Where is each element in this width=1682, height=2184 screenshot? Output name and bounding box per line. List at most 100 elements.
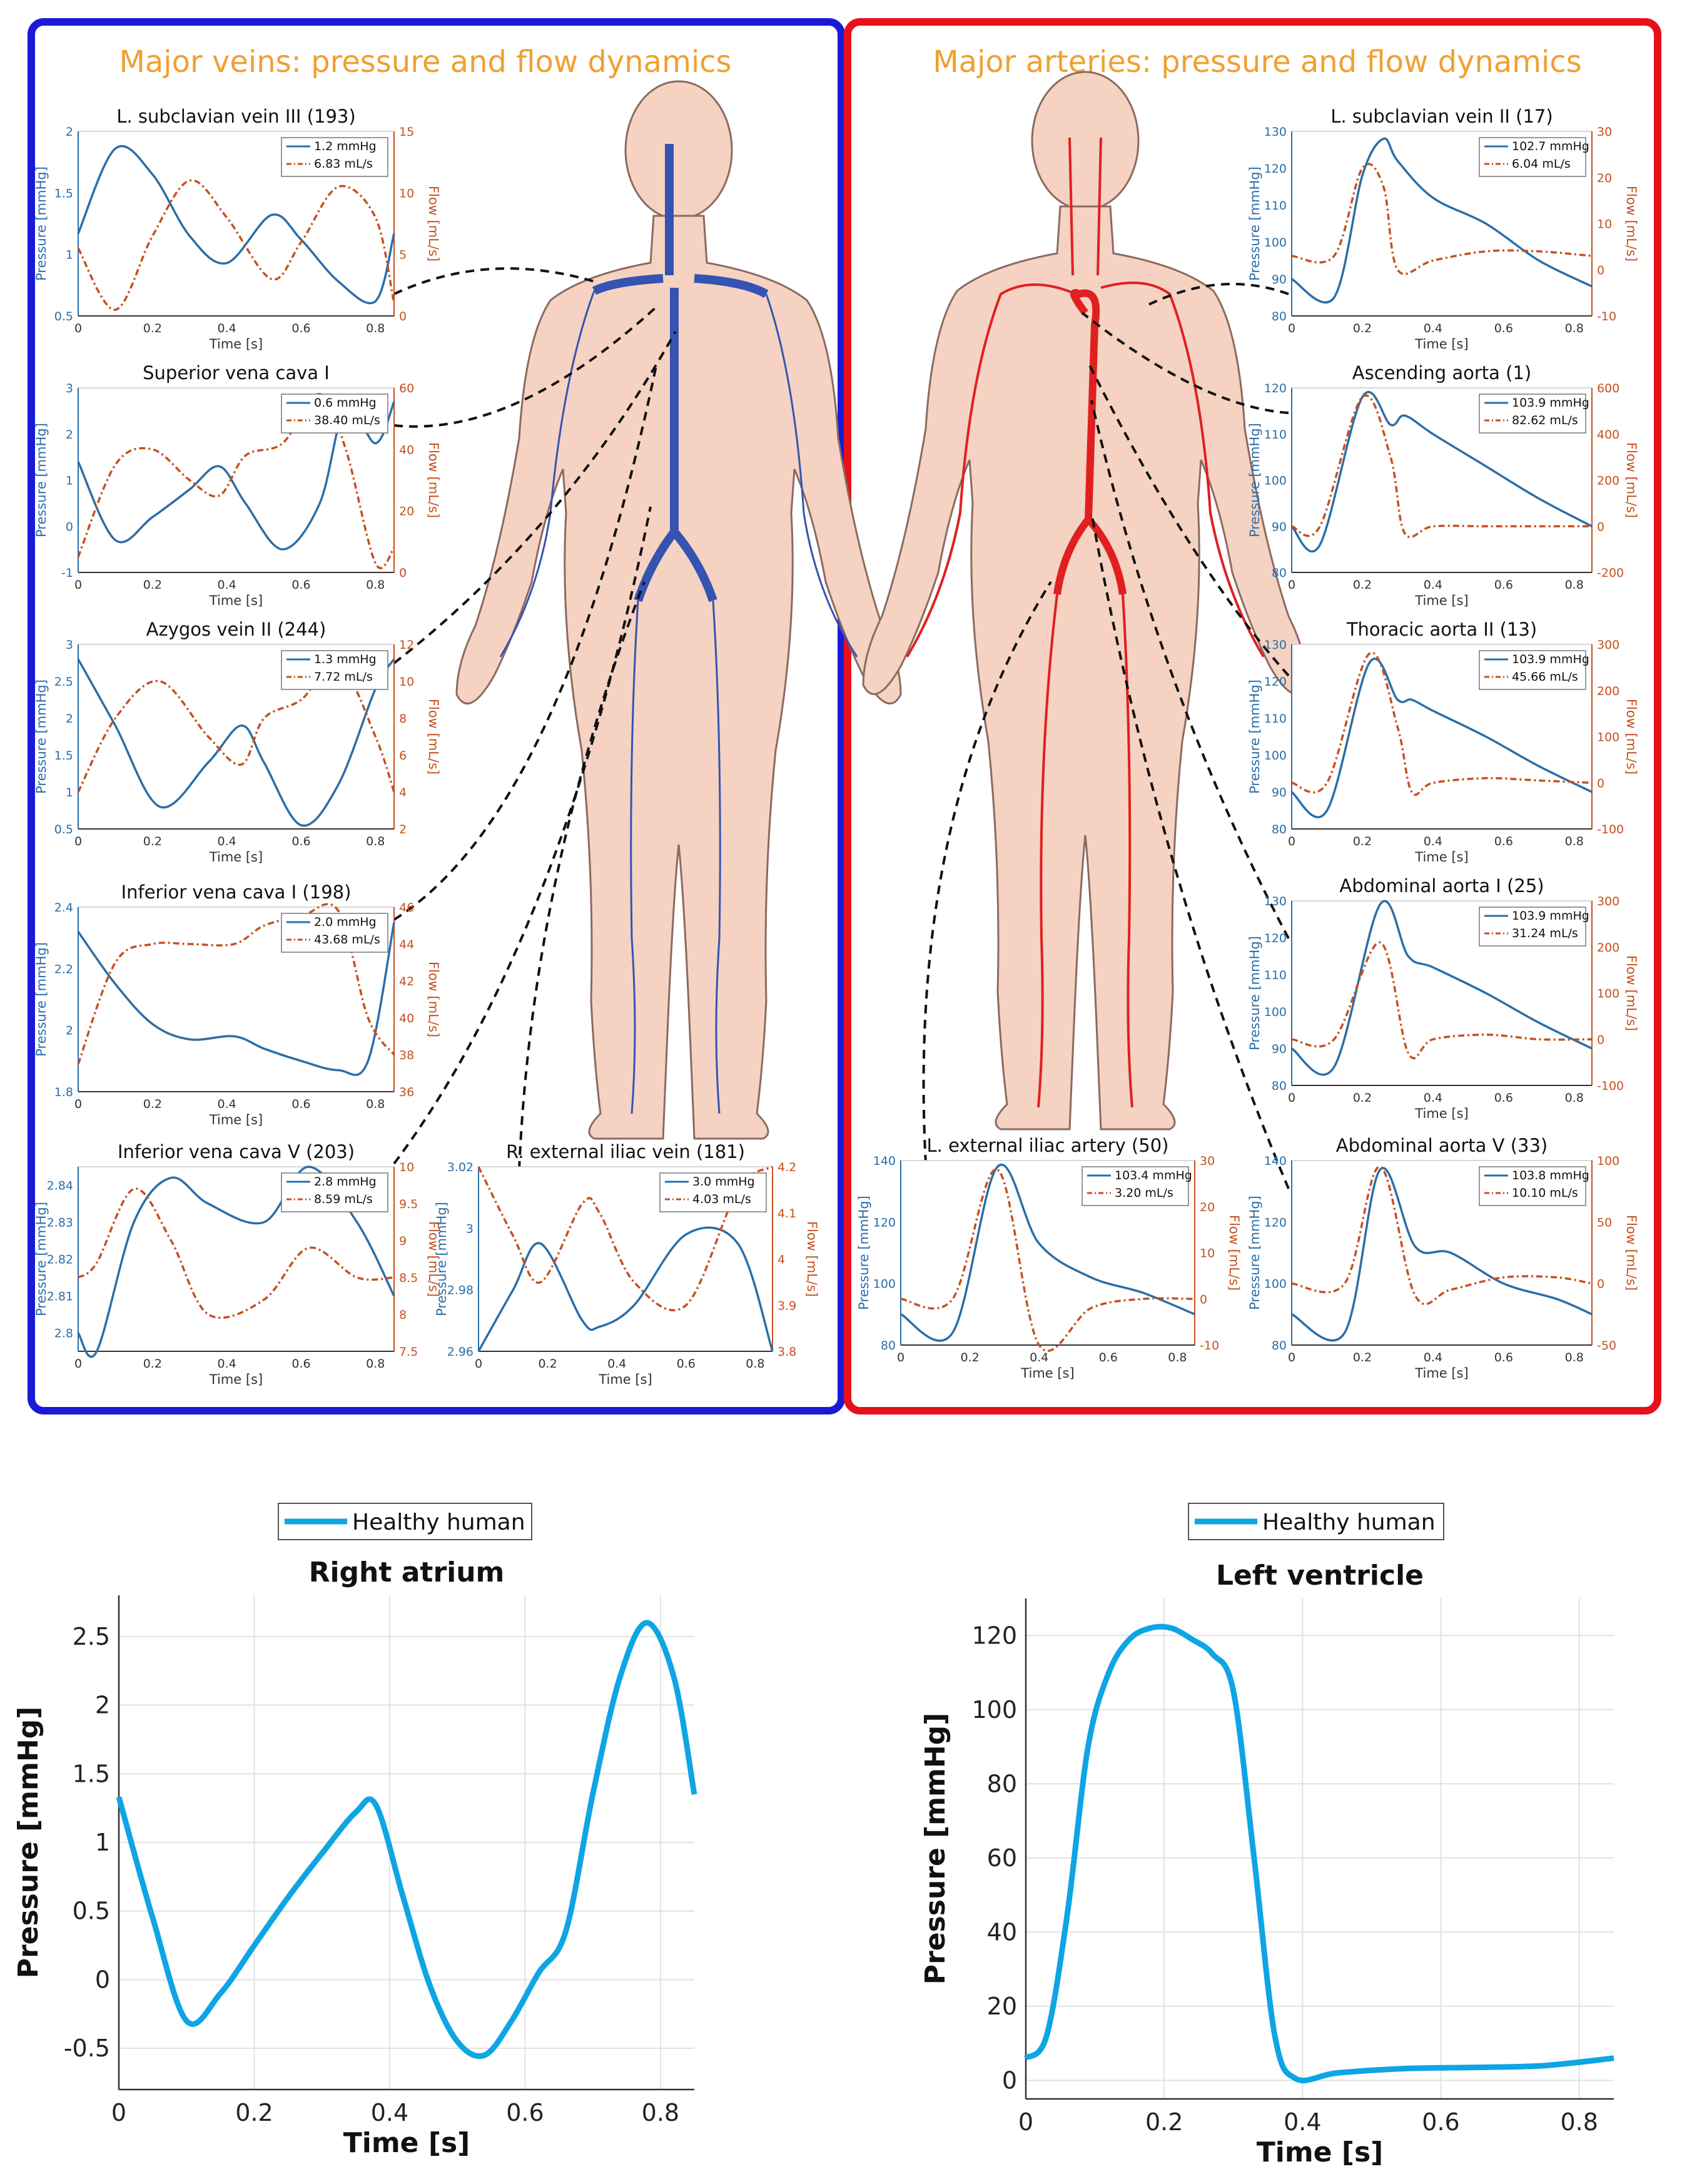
y-tick-label: 100 [1264, 1005, 1287, 1019]
x-tick-label: 0.8 [746, 1357, 764, 1371]
series-line [1291, 394, 1592, 539]
y-tick-label: 2.83 [47, 1216, 73, 1230]
legend-label: 103.9 mmHg [1512, 653, 1589, 666]
y-tick-label: 1 [66, 474, 73, 488]
chart-title: Abdominal aorta V (33) [1336, 1135, 1548, 1156]
y-tick-label: 80 [1272, 566, 1287, 580]
chart-title: Superior vena cava I [143, 362, 330, 383]
x-tick-label: 0.2 [143, 322, 162, 335]
x-axis-label: Time [s] [343, 2127, 470, 2159]
x-tick-label: 0.6 [1494, 1351, 1513, 1364]
y2-tick-label: -100 [1597, 823, 1624, 836]
x-tick-label: 0.4 [1424, 322, 1442, 335]
y-tick-label: 100 [1264, 474, 1287, 488]
series-line [1291, 137, 1593, 304]
y2-tick-label: 4.1 [778, 1207, 796, 1221]
x-tick-label: 0.6 [677, 1357, 696, 1371]
y-tick-label: 140 [873, 1154, 896, 1168]
chart-title: Left ventricle [1216, 1560, 1424, 1592]
x-tick-label: 0.8 [1565, 1091, 1584, 1105]
chart-title: R. external iliac vein (181) [506, 1141, 745, 1162]
y2-tick-label: 20 [1200, 1201, 1215, 1214]
x-tick-label: 0.2 [143, 835, 162, 848]
y2-tick-label: -10 [1200, 1339, 1219, 1353]
y2-axis-label: Flow [mL/s] [426, 1221, 441, 1297]
y-tick-label: 100 [971, 1696, 1017, 1724]
legend-label: 10.10 mL/s [1512, 1186, 1578, 1200]
x-axis-label: Time [s] [1414, 1106, 1468, 1121]
series-line [77, 658, 395, 827]
y-tick-label: 80 [1272, 1079, 1287, 1093]
x-tick-label: 0.4 [218, 835, 236, 848]
plot-area [1026, 1598, 1614, 2099]
x-axis-label: Time [s] [1414, 1366, 1468, 1381]
y-axis-label: Pressure [mmHg] [1247, 1196, 1262, 1310]
y2-tick-label: 0 [1597, 1033, 1604, 1047]
y-tick-label: 90 [1272, 273, 1287, 287]
y2-tick-label: 3.8 [778, 1345, 796, 1359]
legend-label: 103.9 mmHg [1512, 909, 1589, 923]
y-tick-label: 3 [466, 1222, 474, 1236]
y2-tick-label: 40 [399, 1012, 414, 1025]
y-axis-label: Pressure [mmHg] [34, 423, 49, 537]
y2-tick-label: 38 [399, 1049, 414, 1062]
x-axis-label: Time [s] [1257, 2136, 1384, 2168]
series-line [1291, 651, 1593, 796]
y-tick-label: 80 [987, 1770, 1017, 1797]
connector-arrow [1087, 362, 1290, 677]
y-tick-label: 80 [1272, 1339, 1287, 1353]
y-tick-label: 100 [1264, 236, 1287, 250]
y-tick-label: 0 [1002, 2066, 1017, 2094]
y2-tick-label: 15 [399, 125, 414, 139]
y2-tick-label: 0 [1597, 263, 1604, 277]
y2-tick-label: 46 [399, 901, 414, 915]
y-tick-label: 100 [1264, 749, 1287, 763]
y2-tick-label: 7.5 [399, 1345, 418, 1359]
legend-label: 82.62 mL/s [1512, 414, 1578, 427]
x-tick-label: 0.4 [1424, 1091, 1442, 1105]
y-tick-label: 0.5 [54, 823, 73, 836]
y-tick-label: 130 [1264, 125, 1287, 139]
x-tick-label: 0.2 [1353, 322, 1372, 335]
y2-tick-label: 4 [778, 1253, 785, 1267]
y2-tick-label: 200 [1597, 941, 1619, 955]
x-tick-label: 0.4 [218, 1357, 236, 1371]
y-tick-label: 2.5 [54, 675, 73, 689]
series-line [477, 1166, 773, 1311]
x-tick-label: 0 [74, 578, 82, 592]
x-tick-label: 0.6 [291, 1097, 310, 1111]
y-tick-label: 2.81 [47, 1290, 73, 1304]
y2-tick-label: 9 [399, 1234, 407, 1248]
y-tick-label: 110 [1264, 712, 1287, 726]
x-tick-label: 0.6 [1494, 1091, 1513, 1105]
y2-tick-label: 4 [399, 786, 407, 800]
x-tick-label: 0.8 [1565, 1351, 1584, 1364]
x-tick-label: 0.8 [1565, 835, 1584, 848]
chart-title: Azygos vein II (244) [146, 619, 327, 640]
y2-tick-label: 40 [399, 443, 414, 457]
y2-tick-label: 10 [1597, 218, 1612, 231]
x-axis-label: Time [s] [209, 593, 263, 608]
y-axis-label: Pressure [mmHg] [434, 1202, 449, 1316]
series-line [77, 393, 395, 569]
y-tick-label: 2 [66, 712, 73, 726]
y2-tick-label: 60 [399, 382, 414, 395]
y2-tick-label: 44 [399, 938, 414, 952]
series-line [1291, 163, 1593, 275]
legend-box [1479, 650, 1586, 690]
y2-tick-label: 12 [399, 638, 414, 652]
y2-tick-label: 8.5 [399, 1271, 418, 1285]
x-tick-label: 0 [1288, 1351, 1295, 1364]
y-tick-label: 0 [66, 520, 73, 534]
legend-box [281, 1172, 388, 1212]
y-axis-label: Pressure [mmHg] [34, 166, 49, 281]
legend-box [281, 913, 388, 953]
y2-axis-label: Flow [mL/s] [426, 962, 441, 1037]
x-tick-label: 0 [74, 1357, 82, 1371]
x-axis-label: Time [s] [1414, 593, 1468, 608]
x-tick-label: 0.4 [218, 1097, 236, 1111]
